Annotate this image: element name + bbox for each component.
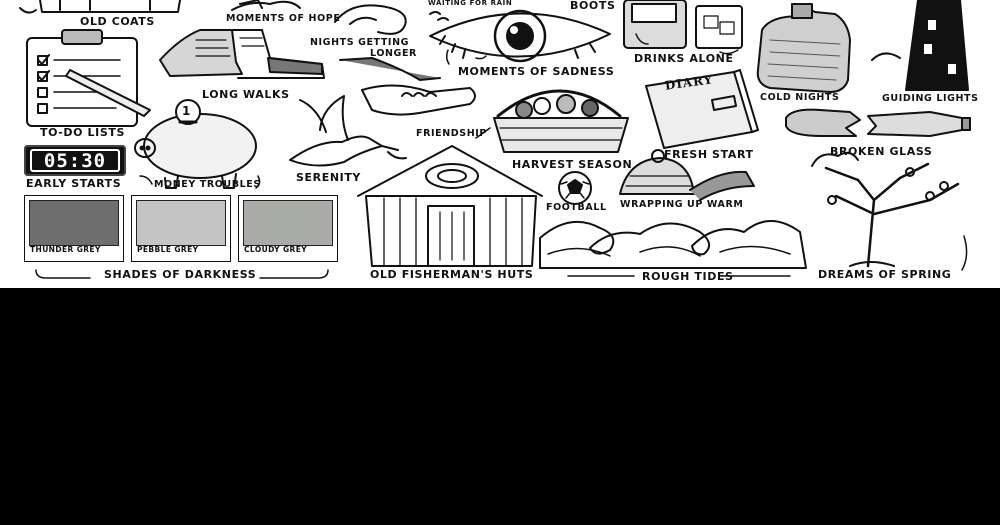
label-to-do-lists: TO-DO LISTS [40, 126, 125, 139]
label-early-starts: EARLY STARTS [26, 177, 122, 190]
label-cold-nights: COLD NIGHTS [760, 92, 840, 103]
wrapping-up-warm-drawing [619, 149, 755, 201]
swatch-name: CLOUDY GREY [244, 245, 308, 254]
harvest-basket-drawing [493, 89, 629, 153]
label-football: FOOTBALL [546, 202, 607, 213]
swatch-chip [29, 200, 119, 246]
label-serenity: SERENITY [296, 171, 361, 184]
label-nights-getting-1: NIGHTS GETTING [310, 37, 410, 48]
label-moments-of-hope: MOMENTS OF HOPE [226, 13, 341, 24]
label-broken-glass: BROKEN GLASS [830, 145, 933, 158]
drinks-alone-drawing [623, 0, 743, 49]
diary-drawing [645, 69, 759, 149]
to-do-list-drawing [26, 29, 151, 127]
illustration-drawing [19, 0, 971, 279]
swatch-chip [136, 200, 226, 246]
dove-drawing [289, 95, 407, 167]
lighthouse-drawing [871, 0, 969, 91]
illustration-panel: OLD COATS MOMENTS OF HOPE WAITING FOR RA… [0, 0, 1000, 288]
clock-time: 05:30 [30, 149, 120, 172]
label-moments-of-sadness: MOMENTS OF SADNESS [458, 65, 615, 78]
tree-drawing [811, 151, 960, 268]
fishermans-hut-drawing [357, 145, 543, 267]
label-dreams-of-spring: DREAMS OF SPRING [818, 268, 952, 281]
label-drinks-alone: DRINKS ALONE [634, 52, 734, 65]
football-drawing [558, 171, 592, 205]
swatch-name: PEBBLE GREY [137, 245, 199, 254]
label-long-walks: LONG WALKS [202, 88, 290, 101]
swatch-thunder-grey: THUNDER GREY [24, 195, 124, 262]
label-friendship: FRIENDSHIP [416, 128, 487, 139]
label-money-troubles: MONEY TROUBLES [154, 179, 261, 190]
hot-water-bottle-drawing [756, 3, 851, 93]
label-shades-of-darkness: SHADES OF DARKNESS [104, 268, 257, 281]
label-wrapping-up-warm: WRAPPING UP WARM [620, 199, 744, 210]
label-arrows [35, 33, 968, 279]
label-boots: BOOTS [570, 0, 616, 12]
label-nights-getting-2: LONGER [370, 48, 417, 59]
label-fresh-start: FRESH START [664, 148, 754, 161]
coin-number: 1 [182, 104, 191, 118]
boots-drawing [159, 29, 325, 79]
label-waiting-for-rain: WAITING FOR RAIN [428, 0, 513, 7]
label-guiding-lights: GUIDING LIGHTS [882, 93, 979, 104]
label-harvest-season: HARVEST SEASON [512, 158, 633, 171]
old-coats-drawing [19, 0, 181, 14]
friendship-drawing [339, 57, 476, 116]
waiting-for-rain-drawing [334, 4, 449, 35]
rough-tides-drawing [539, 220, 807, 269]
label-rough-tides: ROUGH TIDES [642, 270, 734, 283]
eye-drawing [429, 9, 611, 65]
alarm-clock: 05:30 [24, 145, 126, 176]
swatch-chip [243, 200, 333, 246]
moments-of-hope-drawing [231, 0, 301, 11]
swatch-name: THUNDER GREY [30, 245, 101, 254]
swatch-cloudy-grey: CLOUDY GREY [238, 195, 338, 262]
piggy-bank-drawing [134, 99, 257, 189]
label-old-fishermans-huts: OLD FISHERMAN'S HUTS [370, 268, 534, 281]
swatch-pebble-grey: PEBBLE GREY [131, 195, 231, 262]
label-old-coats: OLD COATS [80, 15, 155, 28]
broken-glass-drawing [785, 108, 971, 137]
